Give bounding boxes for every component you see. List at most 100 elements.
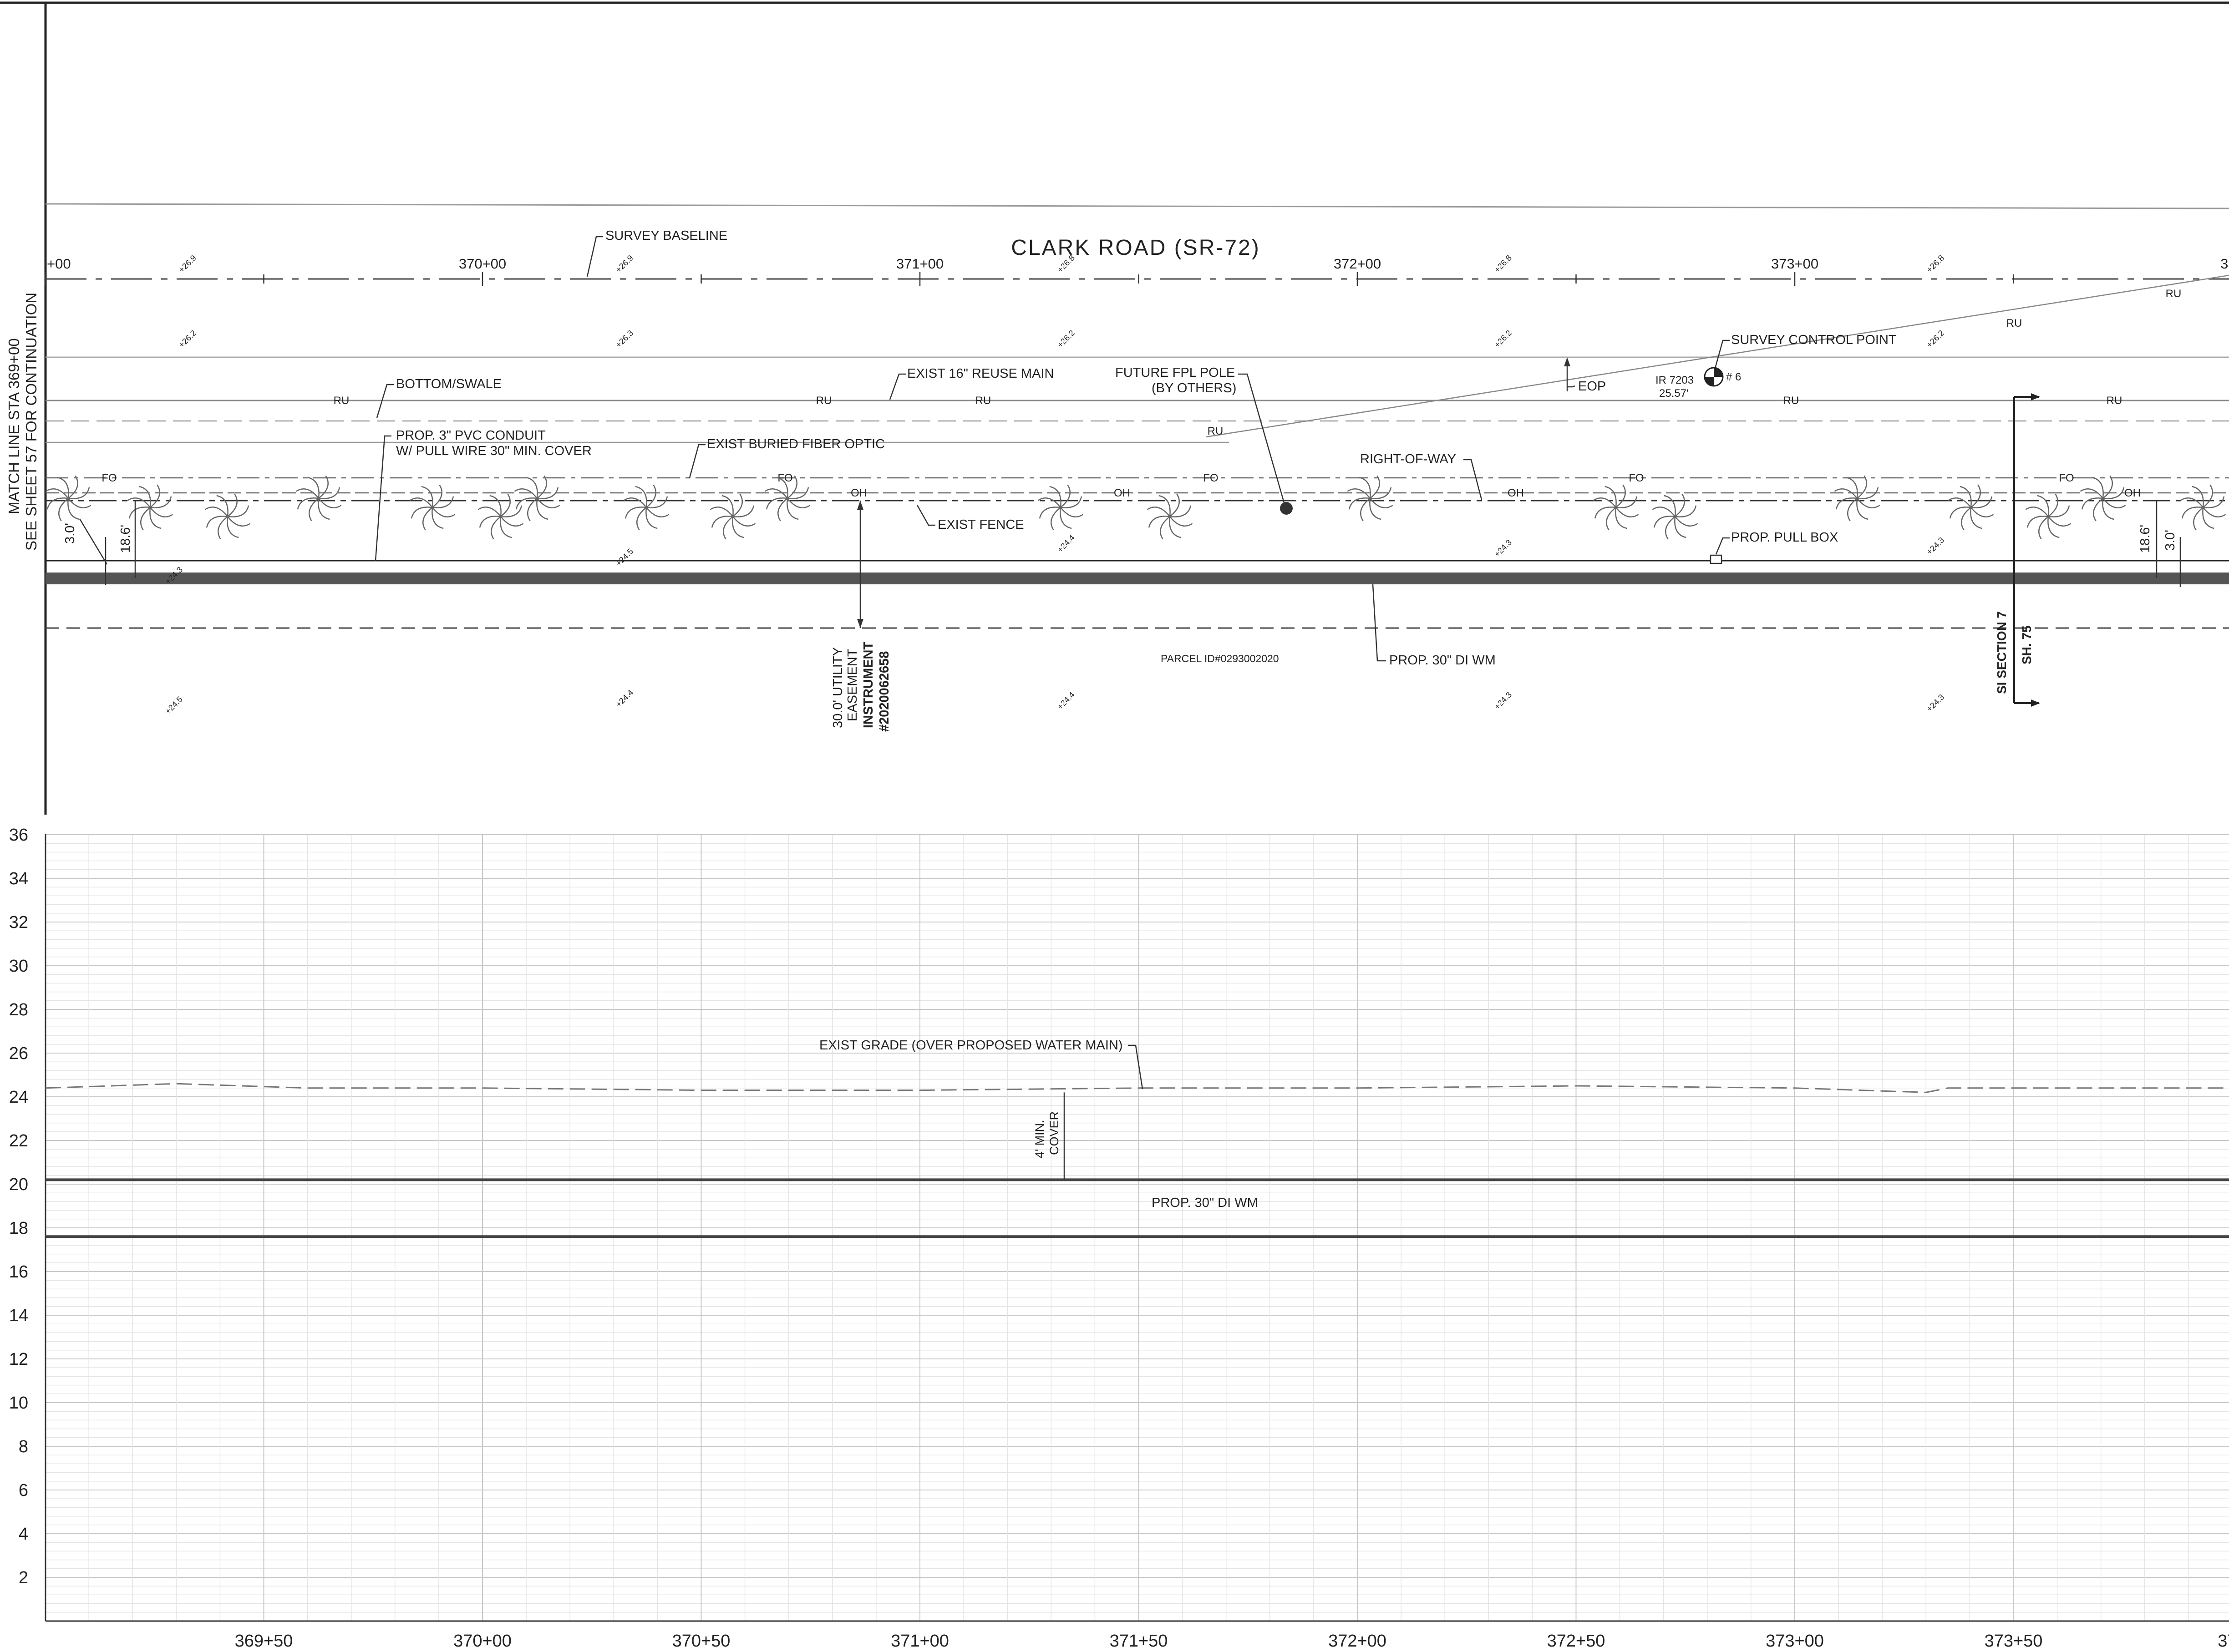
easement-arrow-top bbox=[857, 501, 863, 510]
cover-label-1: 4' MIN. bbox=[1033, 1120, 1046, 1158]
x-tick-label: 372+50 bbox=[1547, 1632, 1605, 1651]
exist-grade-leader bbox=[1128, 1044, 1143, 1090]
ru-tag: RU bbox=[334, 395, 350, 407]
oh-tag: OH bbox=[1508, 487, 1524, 499]
water-main-label: PROP. 30" DI WM bbox=[1389, 653, 1496, 668]
x-tick-label: 370+50 bbox=[672, 1632, 731, 1651]
ru-tag: RU bbox=[816, 395, 832, 407]
spot-elevation: +24.5 bbox=[163, 694, 184, 715]
eop-label: EOP bbox=[1578, 379, 1606, 394]
survey-baseline-leader bbox=[586, 236, 603, 277]
fo-tag: FO bbox=[102, 472, 117, 484]
tree-icon bbox=[514, 475, 560, 522]
y-tick-label: 20 bbox=[9, 1175, 28, 1194]
station-label: 373+00 bbox=[1771, 256, 1818, 272]
oh-tag: OH bbox=[1114, 487, 1130, 499]
station-label: 370+00 bbox=[459, 256, 506, 272]
station-ticks bbox=[44, 272, 2014, 286]
y-tick-label: 30 bbox=[9, 957, 28, 976]
survey-control-id: IR 7203 bbox=[1655, 374, 1694, 386]
easement-arrow-bottom bbox=[857, 619, 863, 628]
ru-tag: RU bbox=[975, 395, 991, 407]
y-tick-label: 16 bbox=[9, 1262, 28, 1282]
tree-icon bbox=[409, 484, 456, 531]
section-label-1: SI SECTION 7 bbox=[1995, 611, 2009, 694]
spot-elevation: +26.2 bbox=[1056, 328, 1076, 349]
tree-icon bbox=[1593, 484, 1639, 531]
bottom-swale-label: BOTTOM/SWALE bbox=[396, 377, 502, 391]
x-tick-label: 369+50 bbox=[235, 1632, 293, 1651]
spot-elevation: +26.9 bbox=[177, 253, 198, 274]
ru-tag: RU bbox=[1783, 395, 1799, 407]
exist-fence-leader bbox=[916, 505, 935, 526]
fo-tag: FO bbox=[2059, 472, 2074, 484]
pull-box-symbol bbox=[1710, 554, 1722, 564]
x-tick-label: 371+50 bbox=[1110, 1632, 1168, 1651]
reuse-main-label: EXIST 16" REUSE MAIN bbox=[907, 366, 1054, 381]
bottom-swale-leader bbox=[376, 384, 394, 418]
profile-grid bbox=[46, 834, 2229, 1621]
spot-elevation: +24.4 bbox=[1056, 690, 1076, 711]
spot-elevation: +24.4 bbox=[1056, 533, 1076, 554]
road-edge-north bbox=[45, 203, 2229, 209]
tree-icon bbox=[1652, 493, 1698, 540]
dim-left-3ft: 3.0' bbox=[63, 523, 77, 544]
y-tick-label: 32 bbox=[9, 913, 28, 932]
fo-tag: FO bbox=[1203, 472, 1218, 484]
y-tick-label: 14 bbox=[9, 1306, 28, 1325]
survey-baseline-label: SURVEY BASELINE bbox=[605, 228, 727, 243]
oh-tag: OH bbox=[2124, 487, 2141, 499]
y-tick-label: 22 bbox=[9, 1131, 28, 1150]
road-name: CLARK ROAD (SR-72) bbox=[1011, 236, 1260, 260]
x-tick-label: 370+00 bbox=[453, 1632, 512, 1651]
oh-tag: OH bbox=[851, 487, 867, 499]
fpl-pole-leader bbox=[1238, 373, 1285, 505]
spot-elevation: +24.4 bbox=[614, 688, 635, 709]
fpl-pole-symbol bbox=[1280, 502, 1293, 515]
y-tick-label: 18 bbox=[9, 1219, 28, 1238]
match-line-label-2: SEE SHEET 57 FOR CONTINUATION bbox=[23, 293, 40, 551]
spot-elevation: +26.2 bbox=[1493, 328, 1513, 349]
y-tick-label: 2 bbox=[19, 1568, 28, 1587]
fpl-pole-label-2: (BY OTHERS) bbox=[1152, 381, 1236, 395]
section-cut-arrow-top bbox=[2031, 393, 2040, 400]
right-of-way-leader bbox=[1463, 459, 1483, 500]
match-line-label-1: MATCH LINE STA 369+00 bbox=[5, 338, 22, 514]
section-label-2: SH. 75 bbox=[2020, 625, 2034, 664]
spot-elevation: +26.8 bbox=[1493, 253, 1513, 274]
parcel-id-label: PARCEL ID#0293002020 bbox=[1161, 653, 1279, 664]
dim-right-18ft: 18.6' bbox=[2138, 525, 2153, 553]
x-tick-label: 372+00 bbox=[1328, 1632, 1386, 1651]
tree-icon bbox=[764, 475, 811, 522]
ru-tag: RU bbox=[1208, 425, 1224, 437]
fpl-pole-label-1: FUTURE FPL POLE bbox=[1115, 365, 1235, 380]
tree-icon bbox=[2080, 475, 2126, 522]
instrument-label-2: #2020062658 bbox=[877, 651, 892, 732]
y-tick-label: 34 bbox=[9, 869, 28, 888]
y-tick-label: 26 bbox=[9, 1044, 28, 1063]
fo-tag: FO bbox=[1629, 472, 1644, 484]
dim-left-3ft-line bbox=[79, 518, 108, 565]
station-label: 371+00 bbox=[896, 256, 944, 272]
fiber-optic-label: EXIST BURIED FIBER OPTIC bbox=[707, 437, 885, 451]
exist-grade-label: EXIST GRADE (OVER PROPOSED WATER MAIN) bbox=[819, 1038, 1123, 1053]
eop-diagonal-line bbox=[1206, 274, 2229, 438]
tree-icon bbox=[204, 493, 251, 540]
exist-fence-label: EXIST FENCE bbox=[938, 517, 1024, 532]
tree-icon bbox=[710, 493, 756, 540]
x-tick-label: 371+00 bbox=[891, 1632, 949, 1651]
tree-icon bbox=[1147, 493, 1193, 540]
easement-label-1: 30.0' UTILITY bbox=[831, 647, 845, 728]
y-tick-label: 10 bbox=[9, 1394, 28, 1413]
plan-view: MATCH LINE STA 369+00 SEE SHEET 57 FOR C… bbox=[5, 203, 2229, 732]
station-label: 374 bbox=[2220, 256, 2229, 272]
tree-icon bbox=[127, 484, 173, 531]
survey-control-leader bbox=[1713, 340, 1730, 374]
spot-elevation: +26.3 bbox=[614, 328, 635, 349]
station-label: +00 bbox=[47, 256, 71, 272]
tree-icon bbox=[1347, 475, 1393, 522]
eop-arrowhead bbox=[1564, 357, 1570, 366]
